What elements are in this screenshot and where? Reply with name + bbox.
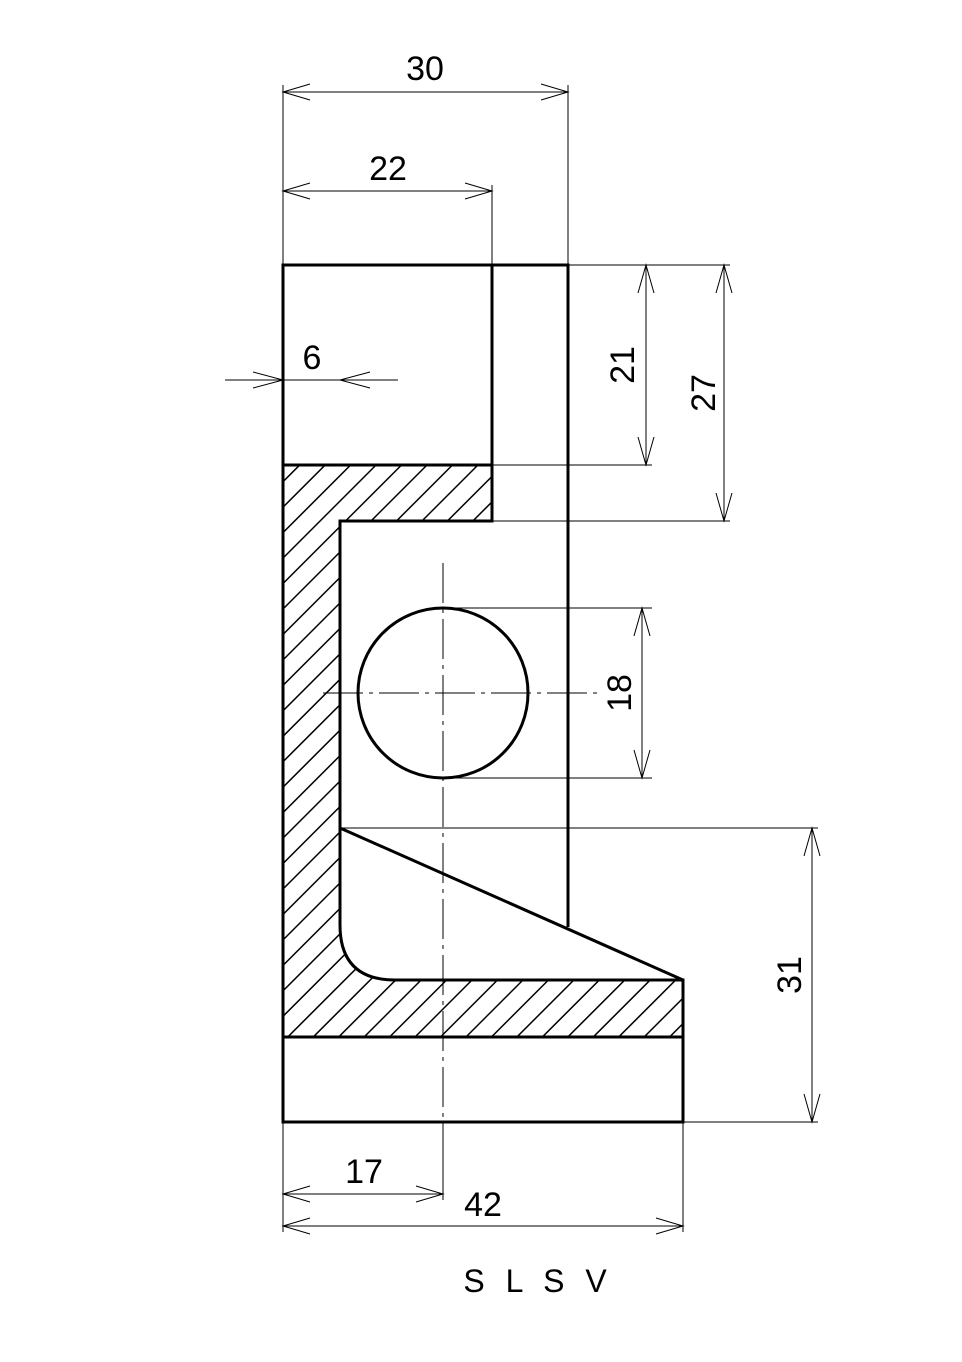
dim-6: 6 [303, 339, 322, 377]
dim-27: 27 [685, 374, 723, 412]
extension-lines [282, 85, 818, 1232]
drawing-title: S L S V [463, 1263, 612, 1299]
dimension-lines [225, 83, 821, 1235]
hatched-section [281, 463, 685, 1039]
dim-22: 22 [369, 150, 407, 188]
dim-18: 18 [601, 674, 639, 712]
dim-17: 17 [345, 1153, 383, 1191]
bottom-box [281, 1035, 685, 1124]
dim-42: 42 [464, 1186, 502, 1224]
dim-31: 31 [771, 956, 809, 994]
dim-30: 30 [406, 50, 444, 88]
dim-21: 21 [604, 346, 642, 384]
diagonal-rib [339, 826, 684, 982]
upper-box [281, 263, 494, 467]
